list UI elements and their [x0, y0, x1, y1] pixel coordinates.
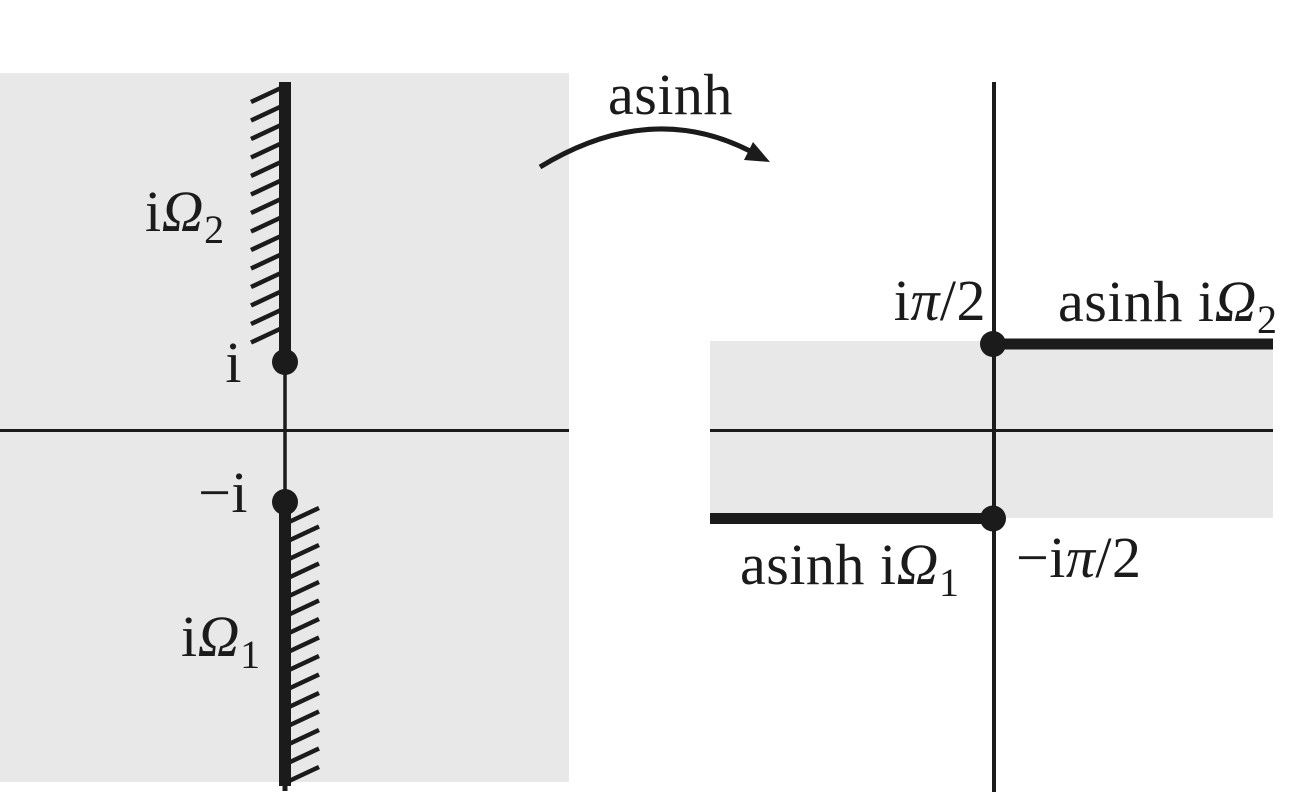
left-branch-point-i-label: i [225, 330, 242, 395]
right-point-ipi2-dot [980, 331, 1006, 357]
map-function-text: asinh [608, 62, 733, 127]
map-arrow-curve [538, 126, 752, 170]
right-ipi2-label: iπ/2 [893, 268, 986, 333]
left-branch-point-minus-i-label: −i [198, 460, 248, 525]
left-branch-point-minus-i-dot [272, 489, 298, 515]
map-function-label: asinh [608, 66, 733, 124]
left-upper-cut-hatching [250, 85, 282, 345]
left-branch-point-i-dot [272, 349, 298, 375]
map-arrowhead-icon [744, 142, 770, 162]
left-lower-cut-label: iΩ1 [181, 604, 261, 677]
right-lower-image-label: asinh iΩ1 [740, 532, 960, 605]
right-point-minus-ipi2-dot [980, 505, 1006, 532]
right-upper-image-label: asinh iΩ2 [1058, 269, 1278, 342]
left-upper-cut-label: iΩ2 [145, 179, 225, 252]
left-lower-cut-hatching [288, 505, 320, 784]
right-minus-ipi2-label: −iπ/2 [1016, 525, 1142, 590]
